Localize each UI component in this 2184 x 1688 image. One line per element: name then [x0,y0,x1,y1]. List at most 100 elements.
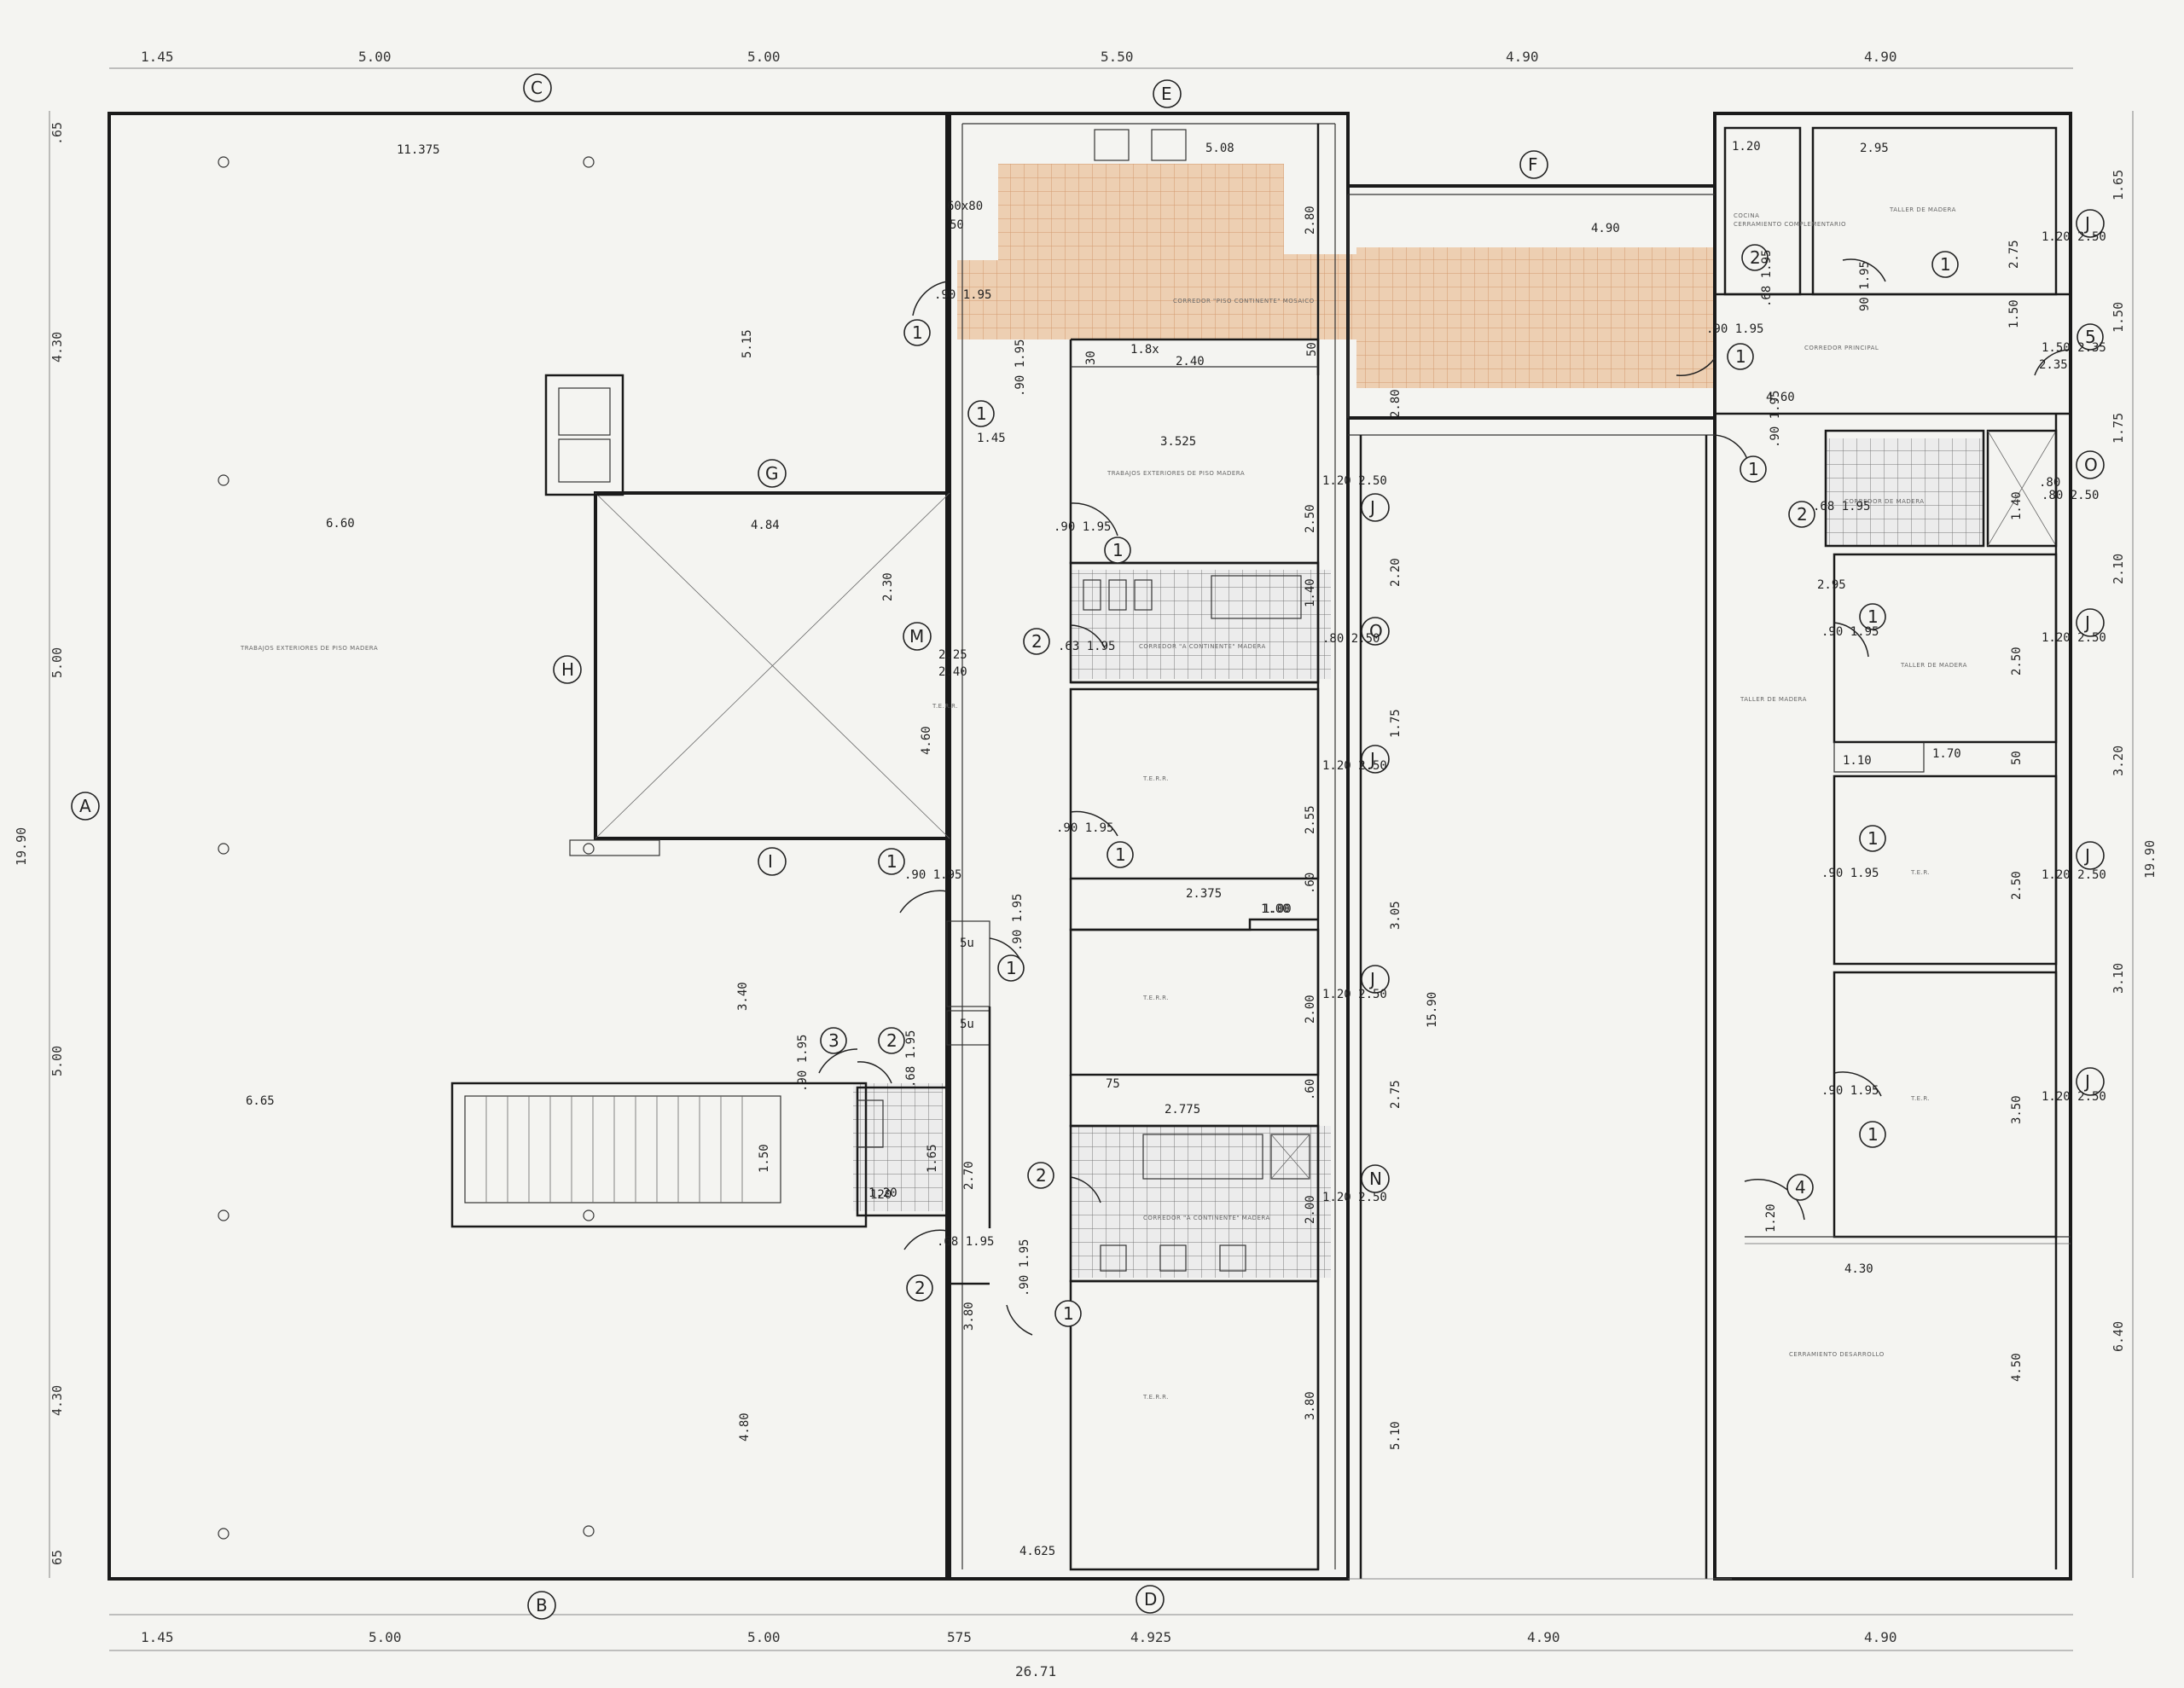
interior-dim: 2.50 [2010,647,2024,676]
svg-text:J: J [2083,612,2090,633]
interior-dim: 50 [2010,751,2024,765]
interior-dim: 1.40 [2010,491,2024,520]
dim-left: .65 [49,122,65,145]
door-size: .90 1.95 [1018,1239,1031,1296]
svg-text:J: J [2083,213,2090,234]
svg-text:1: 1 [1063,1303,1074,1324]
door-tag-1: 1 [1859,825,1886,852]
door-tag-1: 1 [903,319,931,346]
courtyard [594,491,951,840]
door-tag-2: 2 [1027,1162,1054,1189]
svg-text:C: C [531,78,543,98]
svg-text:3: 3 [828,1030,839,1051]
svg-text:J: J [2083,1071,2090,1092]
room-labels: TRABAJOS EXTERIORES DE PISO MADERA TRABA… [240,206,1966,1401]
grid-marker-j: J [1361,493,1390,522]
interior-dim: 2.25 [938,648,967,662]
dim-bottom: 4.90 [1527,1629,1560,1645]
grid-marker-j: J [2076,209,2105,238]
interior-dim: 4.50 [2010,1353,2024,1382]
interior-dim: 3.50 [2010,1095,2024,1124]
svg-text:2: 2 [915,1278,926,1298]
right-block-outline [1713,112,2072,1581]
door-size: .90 1.95 [1011,894,1025,951]
left-block-outline [107,112,951,1581]
svg-text:G: G [765,463,779,484]
interior-dim: 2.30 [881,572,895,601]
room-label: CERRAMIENTO DESARROLLO [1789,1351,1885,1358]
door-size: .90 1.95 [1056,821,1113,835]
door-size: .90 1.95 [796,1035,810,1092]
door-tag-2: 2 [906,1274,933,1302]
interior-dim: 2.75 [2007,240,2021,269]
door-size: 1.20 2.50 [2042,1090,2106,1104]
svg-text:1: 1 [1867,606,1879,627]
room-label: COCINA [1734,212,1759,219]
interior-dim: 2.95 [1860,142,1889,155]
interior-dim: 3.80 [962,1302,976,1331]
door-size: .80 2.50 [2042,489,2099,502]
interior-dim: 1.20 [1732,140,1761,154]
door-size: .90 1.95 [1054,520,1111,534]
interior-dim: 2.20 [1389,558,1403,587]
door-size: .90 1.95 [904,868,961,882]
interior-dim: 1.70 [1932,747,1961,761]
interior-dim: 1.75 [1389,709,1403,738]
stair [450,1082,868,1228]
door-size: 90 1.95 [1858,261,1872,311]
svg-text:2: 2 [1036,1165,1047,1186]
interior-dim: 6.60 [326,517,355,531]
svg-text:1: 1 [976,403,987,424]
svg-text:J: J [1368,497,1375,518]
svg-text:2: 2 [1031,631,1043,652]
interior-dim: 2.775 [1165,1103,1200,1117]
door-tag-2: 2 [1023,628,1050,655]
svg-text:A: A [79,796,91,816]
room-label: T.E.R.R. [932,703,958,710]
room-label: CORREDOR "A CONTINENTE" MADERA [1143,1215,1270,1221]
interior-dim: 2.70 [962,1161,976,1190]
left-block-objects [218,156,951,1540]
interior-dim: 4.60 [1766,391,1795,404]
svg-text:B: B [536,1595,548,1615]
interior-dim: 2.00 [1304,995,1317,1024]
interior-dim: 4.90 [1591,222,1620,235]
interior-dim: 3.05 [1389,901,1403,930]
svg-text:J: J [1368,749,1375,769]
svg-text:E: E [1161,84,1172,104]
grid-marker-j: J [2076,841,2105,870]
interior-dim: 3.80 [1304,1391,1317,1420]
room-label: CERRAMIENTO COMPLEMENTARIO [1734,221,1846,228]
svg-text:1: 1 [1748,459,1759,479]
svg-text:1: 1 [1112,540,1124,560]
room-label: CORREDOR DE MADERA [1844,498,1925,505]
interior-dim: .80 [2039,476,2060,490]
svg-text:1: 1 [1940,254,1951,275]
interior-dim: 1.50 [758,1144,771,1173]
door-size: .68 1.95 [1760,250,1774,307]
door-tag-4: 4 [1786,1174,1814,1201]
svg-text:J: J [1368,969,1375,989]
interior-dim: 30 [1084,351,1098,365]
door-tag-1: 1 [1740,455,1767,483]
door-size: 1.50 2.35 [2042,341,2106,355]
door-tag-3: 3 [820,1027,847,1054]
svg-text:O: O [2084,455,2098,475]
door-size: .68 1.95 [904,1030,918,1088]
door-size: 1.20 2.50 [2042,868,2106,882]
interior-dim: 11.375 [397,143,440,157]
door-size: .90 1.95 [1821,625,1879,639]
interior-dim: 3.525 [1160,435,1196,449]
svg-text:2: 2 [886,1030,897,1051]
svg-text:J: J [2083,845,2090,866]
grid-marker-j: J [1361,965,1390,994]
dim-left: 65 [49,1550,65,1565]
interior-dim: 1.00 [1261,902,1290,916]
dim-right: 2.10 [2111,554,2126,584]
door-size-labels: .90 1.95 .90 1.95 .90 1.95 .63 1.95 .90 … [796,230,2106,1296]
door-size: .63 1.95 [1058,640,1115,653]
door-tag-2: 2 [1741,244,1769,271]
dim-left: 5.00 [49,647,65,678]
dimension-left: .65 4.30 5.00 19.90 5.00 4.30 65 [14,122,65,1565]
door-size: .80 2.50 [1322,632,1380,646]
